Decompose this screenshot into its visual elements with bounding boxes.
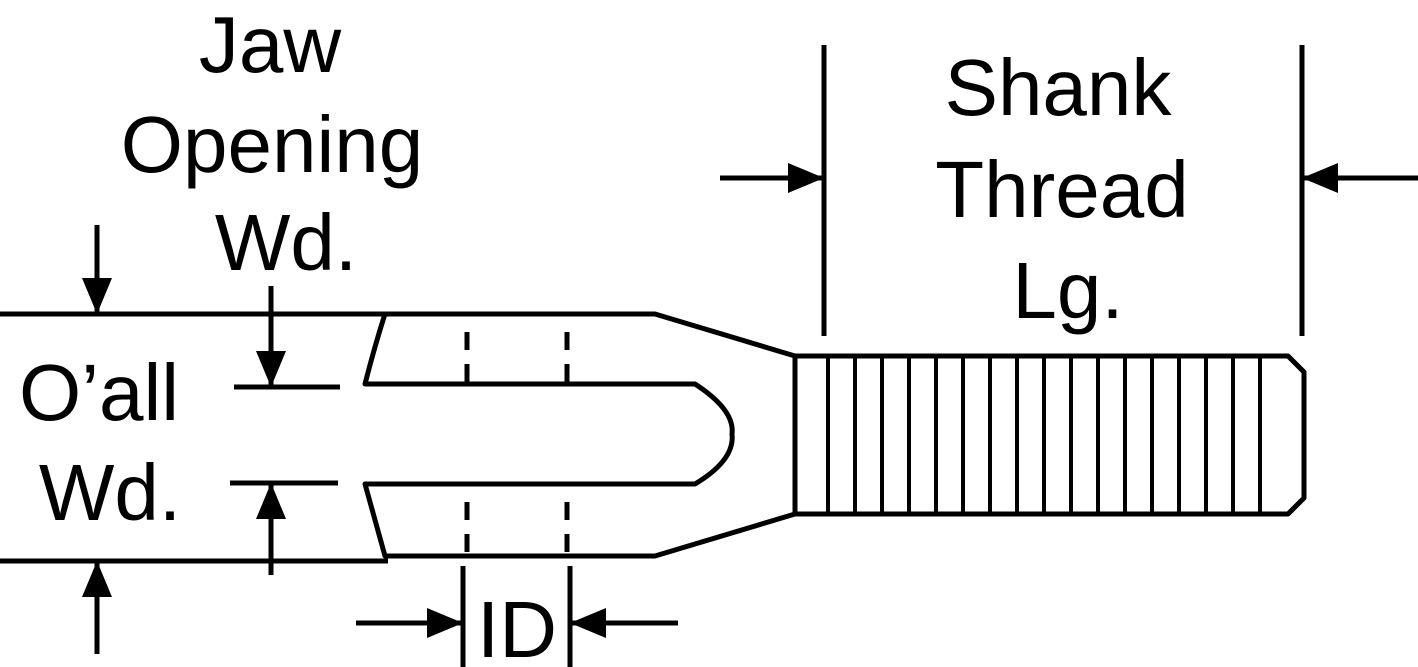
clevis-jaw-outline [362,311,798,559]
shank-thread-label-line3: Lg. [1012,246,1123,335]
oall-width-label-line1: O’all [19,348,179,437]
jaw-opening-label-line1: Jaw [199,0,341,89]
jaw-opening-label-line2: Opening [121,100,423,189]
threaded-shank [795,353,1307,517]
jaw-opening-label-line3: Wd. [215,198,357,287]
shank-thread-label-line1: Shank [945,43,1173,132]
oall-width-label-line2: Wd. [39,448,181,537]
thread-lines [826,358,1262,512]
id-label: ID [477,585,557,667]
pin-hole-hidden-lines [464,332,570,556]
shank-thread-label-line2: Thread [935,145,1188,234]
